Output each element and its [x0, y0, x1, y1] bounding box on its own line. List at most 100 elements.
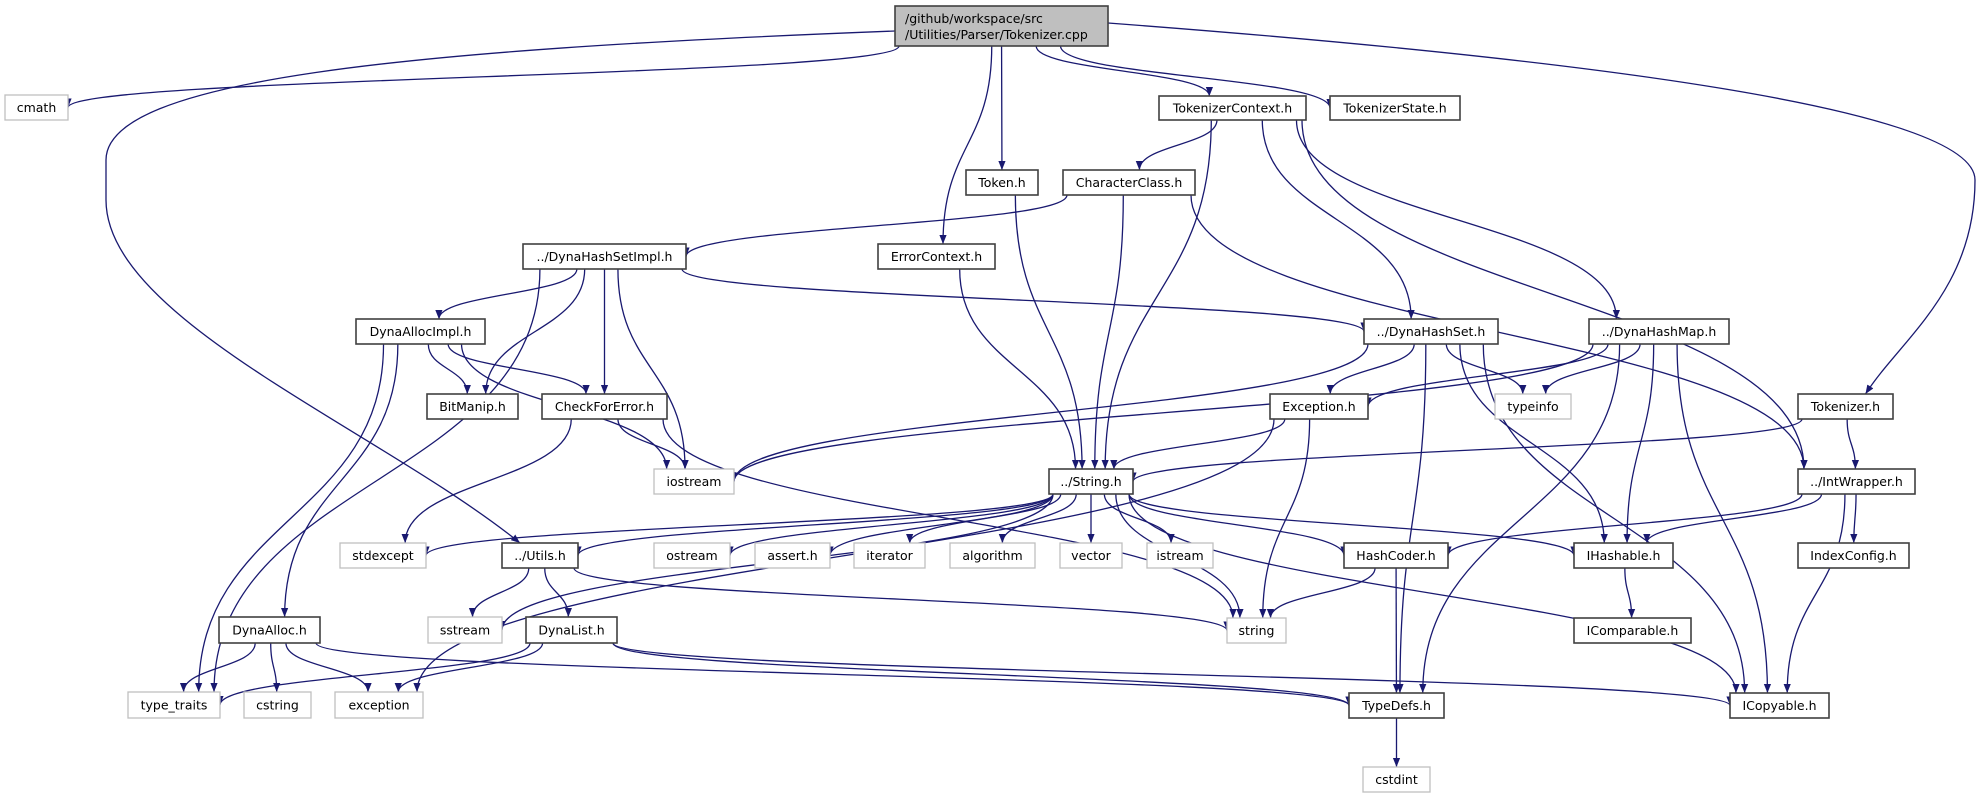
node-exc[interactable]: Exception.h — [1269, 393, 1369, 420]
node-label: IHashable.h — [1587, 548, 1661, 563]
node-label: algorithm — [962, 548, 1022, 563]
edge-dlist-to-icopy — [612, 642, 1734, 707]
node-dlist[interactable]: DynaList.h — [525, 616, 618, 644]
edge-dai-to-cfe — [447, 343, 590, 395]
node-label: ../DynaHashMap.h — [1602, 324, 1717, 339]
node-icopy[interactable]: ICopyable.h — [1729, 692, 1830, 719]
node-label: ErrorContext.h — [891, 249, 982, 264]
edge-dalloc-to-typedefs — [315, 642, 1353, 707]
node-label: type_traits — [141, 698, 208, 713]
edge-tokh-to-str — [1129, 418, 1803, 483]
edge-dalloc-to-exception — [285, 642, 372, 693]
node-tctx[interactable]: TokenizerContext.h — [1158, 95, 1307, 121]
node-label: Tokenizer.h — [1810, 399, 1880, 414]
node-root[interactable]: /github/workspace/src/Utilities/Parser/T… — [894, 5, 1109, 47]
edge-charc-to-str — [1091, 194, 1124, 470]
node-cstdint: cstdint — [1362, 766, 1431, 793]
node-dhsi[interactable]: ../DynaHashSetImpl.h — [522, 243, 687, 270]
node-idxc[interactable]: IndexConfig.h — [1797, 542, 1910, 569]
edge-utils-to-dlist — [544, 567, 572, 618]
edge-tctx-to-charc — [1135, 119, 1218, 171]
edge-dhs-to-exc — [1326, 343, 1415, 395]
node-box — [339, 542, 427, 569]
node-tokh[interactable]: Tokenizer.h — [1797, 393, 1894, 420]
node-label: iterator — [866, 548, 913, 563]
node-label: string — [1239, 623, 1275, 638]
node-label: TypeDefs.h — [1361, 698, 1431, 713]
node-box — [1573, 542, 1674, 569]
node-box — [522, 243, 687, 270]
node-errc[interactable]: ErrorContext.h — [877, 243, 996, 270]
edge-intw-to-ihash — [1643, 493, 1823, 544]
node-box — [1363, 318, 1499, 345]
node-label: DynaAlloc.h — [232, 623, 307, 638]
node-typedefs[interactable]: TypeDefs.h — [1348, 692, 1445, 719]
node-box — [1062, 169, 1196, 196]
node-label: ICopyable.h — [1742, 698, 1816, 713]
node-box — [541, 393, 668, 420]
edge-dhs-to-typeinfo — [1445, 343, 1527, 395]
node-charc[interactable]: CharacterClass.h — [1062, 169, 1196, 196]
node-box — [1797, 542, 1910, 569]
node-box — [754, 542, 831, 569]
node-box — [1269, 393, 1369, 420]
edge-cfe-to-iostream — [617, 418, 689, 470]
edge-dhm-to-ihash — [1623, 343, 1655, 544]
node-box — [1362, 766, 1431, 793]
node-label: IndexConfig.h — [1810, 548, 1896, 563]
node-label: Token.h — [977, 175, 1025, 190]
node-box — [1797, 468, 1916, 495]
node-box — [1573, 617, 1692, 644]
edge-tctx-to-dhm — [1295, 119, 1620, 320]
node-icomp[interactable]: IComparable.h — [1573, 617, 1692, 644]
node-ihash[interactable]: IHashable.h — [1573, 542, 1674, 569]
node-box — [426, 393, 519, 420]
node-label: CheckForError.h — [555, 399, 654, 414]
node-dai[interactable]: DynaAllocImpl.h — [355, 318, 486, 345]
edge-str-to-iterator — [906, 493, 1062, 544]
node-label: ../DynaHashSet.h — [1377, 324, 1486, 339]
node-box — [1059, 542, 1123, 569]
edge-dhm-to-icopy — [1676, 343, 1772, 694]
node-utils[interactable]: ../Utils.h — [501, 542, 579, 569]
edge-ihash-to-icomp — [1624, 567, 1636, 619]
node-label: TokenizerContext.h — [1172, 101, 1292, 116]
node-box — [501, 542, 579, 569]
node-box — [525, 616, 618, 644]
node-stdexcept: stdexcept — [339, 542, 427, 569]
node-cfe[interactable]: CheckForError.h — [541, 393, 668, 420]
edge-root-to-errc — [939, 45, 993, 245]
edge-intw-to-hashc — [1444, 493, 1803, 556]
edge-str-to-ihash — [1128, 493, 1578, 556]
edge-hashc-to-string — [1266, 567, 1376, 619]
node-label: DynaList.h — [538, 623, 604, 638]
node-dalloc[interactable]: DynaAlloc.h — [218, 616, 321, 644]
node-typeinfo: typeinfo — [1494, 393, 1572, 420]
node-intw[interactable]: ../IntWrapper.h — [1797, 468, 1916, 495]
edge-root-to-tstate — [1059, 45, 1334, 109]
node-dhs[interactable]: ../DynaHashSet.h — [1363, 318, 1499, 345]
edge-dalloc-to-type_traits — [179, 642, 256, 693]
edge-str-to-icopy — [1128, 493, 1740, 694]
node-str[interactable]: ../String.h — [1048, 468, 1134, 495]
edge-root-to-tokh — [1107, 22, 1976, 395]
node-tstate[interactable]: TokenizerState.h — [1329, 95, 1461, 121]
edge-str-to-ostream — [726, 493, 1054, 556]
node-label: iostream — [667, 474, 722, 489]
edge-dhs-to-typedefs — [1396, 343, 1427, 694]
node-token[interactable]: Token.h — [965, 169, 1039, 196]
node-type_traits: type_traits — [127, 691, 221, 719]
edge-str-to-algorithm — [998, 493, 1077, 544]
edge-exc-to-str — [1110, 418, 1286, 470]
node-cstring: cstring — [243, 691, 312, 719]
node-bitm[interactable]: BitManip.h — [426, 393, 519, 420]
node-string: string — [1226, 617, 1287, 644]
node-box — [4, 94, 69, 121]
node-hashc[interactable]: HashCoder.h — [1343, 542, 1449, 569]
edge-str-to-asserth — [826, 493, 1054, 556]
node-box — [853, 542, 926, 569]
node-dhm[interactable]: ../DynaHashMap.h — [1588, 318, 1730, 345]
edge-errc-to-str — [959, 268, 1080, 470]
edge-intw-to-icopy — [1783, 493, 1846, 694]
